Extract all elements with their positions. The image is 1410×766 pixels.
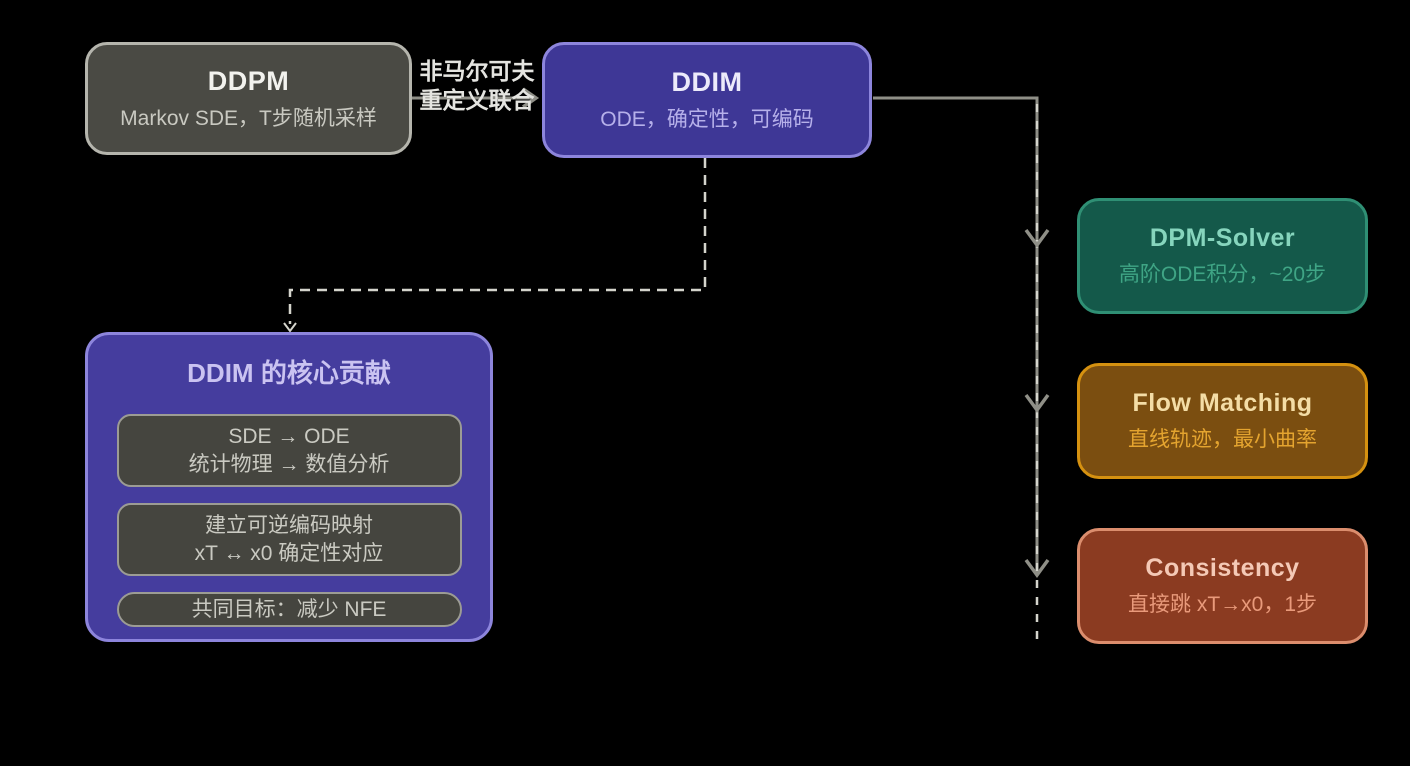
arrow-down-icon bbox=[1024, 228, 1050, 248]
node-consistency-title: Consistency bbox=[1145, 554, 1300, 582]
node-flow-matching-title: Flow Matching bbox=[1132, 389, 1313, 417]
node-dpm-solver-title: DPM-Solver bbox=[1149, 224, 1296, 252]
edge-ddim-to-successors bbox=[873, 96, 1039, 572]
node-consistency-subtitle: 直接跳 xT→x0，1步 bbox=[1127, 593, 1318, 616]
node-dpm-solver-subtitle: 高阶ODE积分，~20步 bbox=[1118, 263, 1327, 286]
node-ddim: DDIM ODE，确定性，可编码 bbox=[542, 42, 872, 158]
contribution-item-sde-ode: SDE → ODE 统计物理 → 数值分析 bbox=[116, 414, 462, 488]
node-ddim-title: DDIM bbox=[671, 67, 743, 97]
contribution-item-line: 统计物理 → 数值分析 bbox=[188, 452, 390, 476]
arrow-down-icon bbox=[1024, 558, 1050, 578]
contribution-title: DDIM 的核心贡献 bbox=[187, 358, 391, 389]
node-flow-matching: Flow Matching 直线轨迹，最小曲率 bbox=[1077, 363, 1368, 479]
contribution-item-line: SDE → ODE bbox=[228, 424, 350, 448]
arrow-right-icon bbox=[522, 87, 540, 109]
contribution-item-line: xT ↔ x0 确定性对应 bbox=[194, 541, 384, 565]
node-dpm-solver: DPM-Solver 高阶ODE积分，~20步 bbox=[1077, 198, 1368, 314]
node-ddpm: DDPM Markov SDE，T步随机采样 bbox=[85, 42, 412, 155]
node-ddpm-subtitle: Markov SDE，T步随机采样 bbox=[120, 106, 377, 130]
node-ddim-subtitle: ODE，确定性，可编码 bbox=[600, 108, 814, 131]
contribution-item-reduce-nfe: 共同目标：减少 NFE bbox=[116, 592, 462, 627]
contribution-item-invertible-encoding: 建立可逆编码映射 xT ↔ x0 确定性对应 bbox=[116, 503, 462, 577]
arrow-down-small-icon bbox=[283, 322, 297, 333]
contribution-item-line: 建立可逆编码映射 bbox=[205, 513, 373, 537]
contribution-item-line: 共同目标：减少 NFE bbox=[191, 597, 387, 621]
node-consistency: Consistency 直接跳 xT→x0，1步 bbox=[1077, 528, 1368, 644]
edge-ddim-to-contribution bbox=[288, 158, 707, 324]
node-flow-matching-subtitle: 直线轨迹，最小曲率 bbox=[1128, 428, 1317, 451]
node-ddim-core-contribution: DDIM 的核心贡献 SDE → ODE 统计物理 → 数值分析 建立可逆编码映… bbox=[85, 332, 493, 642]
edge-label-line1: 非马尔可夫 bbox=[419, 58, 535, 84]
edge-label-line2: 重定义联合 bbox=[419, 87, 535, 113]
edge-label-ddpm-ddim: 非马尔可夫 重定义联合 bbox=[407, 57, 547, 115]
node-ddpm-title: DDPM bbox=[207, 65, 290, 96]
arrow-down-icon bbox=[1024, 393, 1050, 413]
